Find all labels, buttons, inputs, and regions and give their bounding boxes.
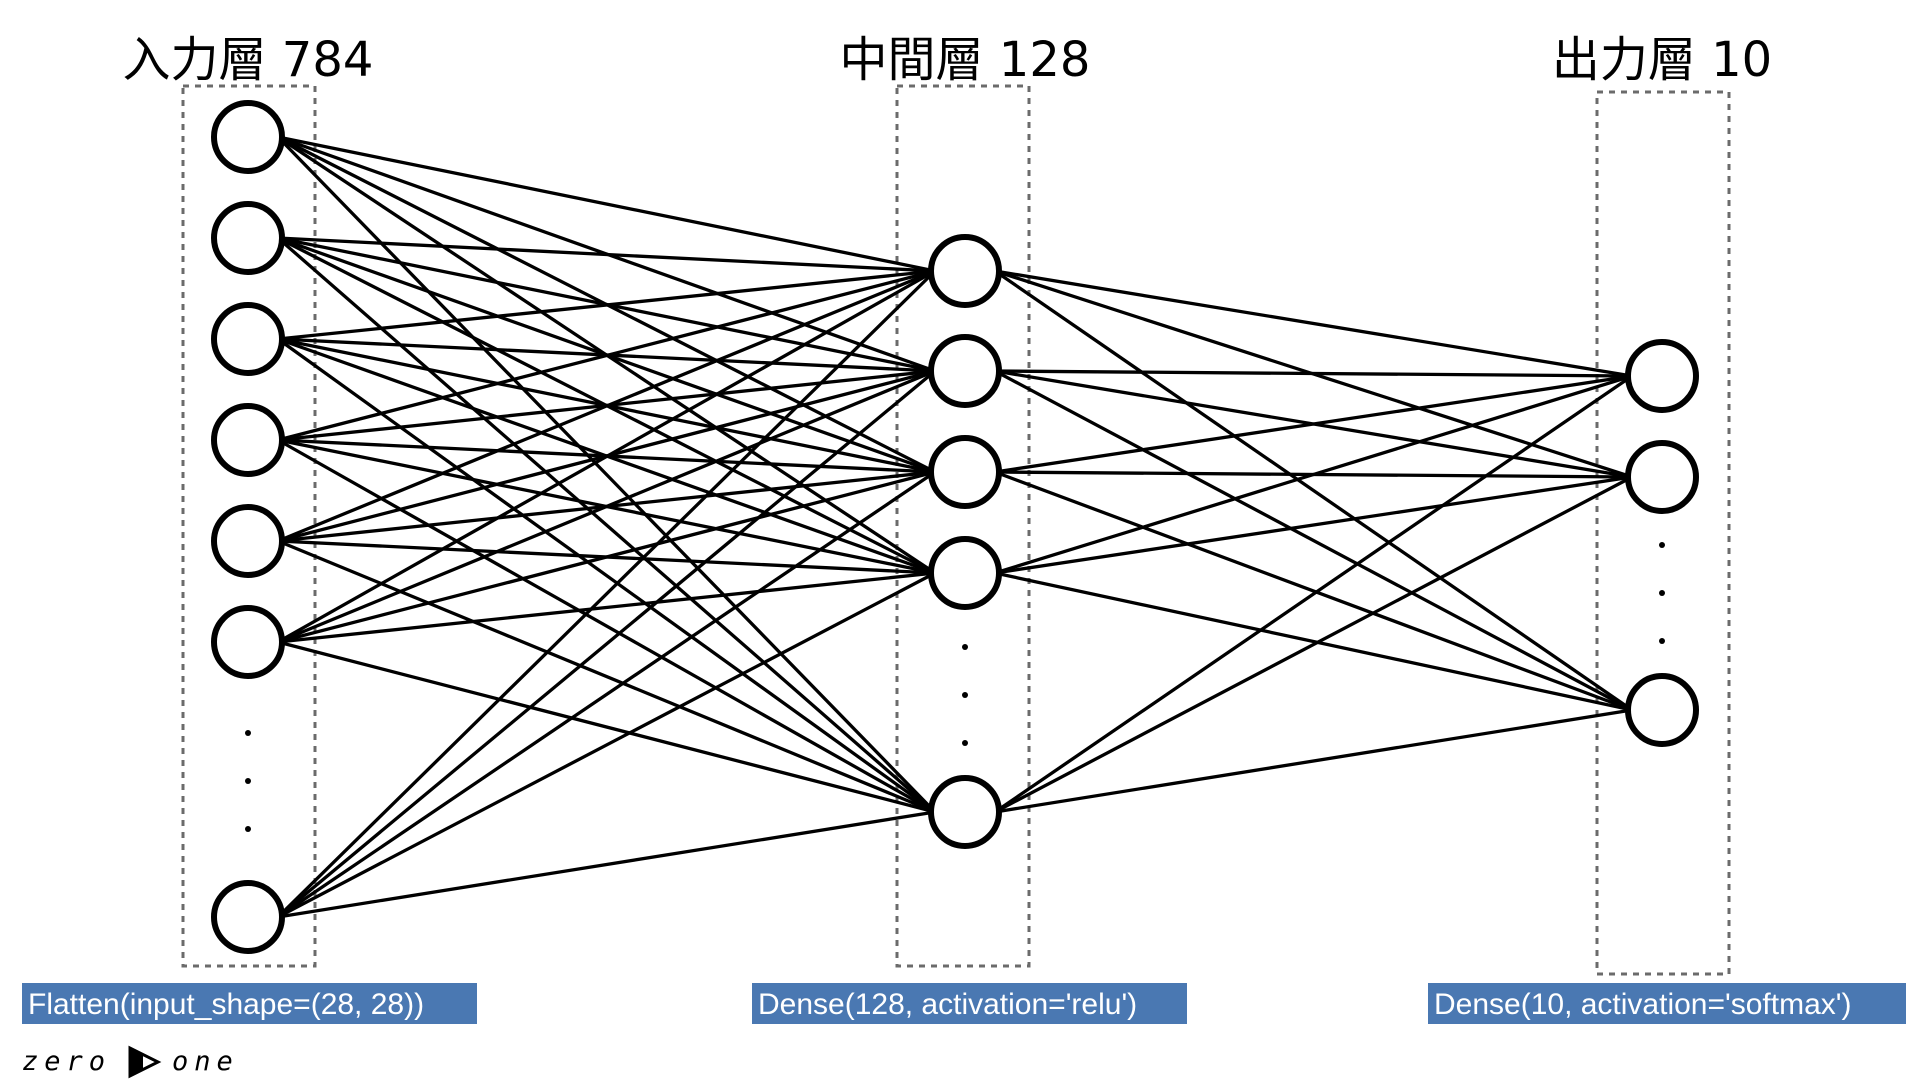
ellipsis-dot [962,692,968,698]
hidden-neuron [928,334,1002,408]
connection-edge [994,708,1633,814]
input-layer-code: Flatten(input_shape=(28, 28)) [28,988,424,1021]
connection-edge [994,475,1633,575]
logo-text-zero: zero [22,1046,111,1077]
input-neuron [211,201,285,275]
output-neuron [1625,440,1699,514]
connection-edge [277,269,936,543]
output-layer-ellipsis [1659,542,1665,644]
input-neuron [211,403,285,477]
hidden-neuron [928,536,1002,610]
connection-edge [276,135,937,814]
connection-edge [277,337,936,814]
play-triangle-icon-fill [130,1048,143,1076]
connection-edge [994,369,1633,712]
input-layer-box [181,84,317,968]
connection-edge [277,571,936,919]
connection-edge [276,269,937,919]
ellipsis-dot [245,778,251,784]
connection-edge [277,470,936,919]
output-neuron [1625,673,1699,747]
hidden-layer-code: Dense(128, activation='relu') [758,988,1137,1021]
output-layer-title: 出力層 10 [1552,32,1772,88]
logo-text-one: one [172,1046,239,1077]
input-layer-title: 入力層 784 [123,32,374,88]
input-neuron [211,100,285,174]
connection-edge [994,470,1633,712]
connection-edge [994,374,1633,575]
input-layer-ellipsis [245,730,251,832]
connection-edge [277,236,936,273]
connection-edge [994,269,1633,378]
connection-edge [277,369,936,644]
ellipsis-dot [1659,590,1665,596]
hidden-neuron [928,435,1002,509]
connection-edge [277,269,936,341]
connection-edge [276,369,937,919]
neurons [211,100,1699,954]
ellipsis-dot [962,740,968,746]
connection-edge [277,640,936,814]
ellipsis-dot [245,826,251,832]
output-layer-code-label: Dense(10, activation='softmax') [1428,983,1906,1024]
hidden-neuron [928,234,1002,308]
connection-edge [994,571,1633,712]
input-neuron [211,605,285,679]
connection-edge [277,135,936,273]
output-layer-code: Dense(10, activation='softmax') [1434,988,1851,1021]
code-label-background [1428,983,1906,1024]
connection-edge [276,236,937,814]
connections [276,135,1633,919]
zero-one-logo: zero one [22,1045,239,1079]
output-neuron [1625,339,1699,413]
code-label-background [22,983,477,1024]
ellipsis-dot [1659,542,1665,548]
ellipsis-dot [245,730,251,736]
input-neuron [211,880,285,954]
connection-edge [994,374,1633,814]
hidden-layer-code-label: Dense(128, activation='relu') [752,983,1187,1024]
connection-edge [277,269,936,442]
connection-edge [994,369,1633,378]
connection-edge [277,571,936,644]
connection-edge [277,269,936,644]
connection-edge [277,470,936,644]
connection-edge [994,374,1633,474]
hidden-layer-ellipsis [962,644,968,746]
ellipsis-dot [962,644,968,650]
ellipsis-dot [1659,638,1665,644]
connection-edge [994,269,1633,712]
connection-edge [277,539,936,814]
hidden-layer-title: 中間層 128 [840,32,1091,88]
connection-edge [277,438,936,814]
connection-edge [994,475,1633,814]
output-layer-box [1595,90,1731,976]
connection-edge [277,810,936,919]
hidden-layer-box [895,84,1031,968]
code-label-background [752,983,1187,1024]
input-layer-code-label: Flatten(input_shape=(28, 28)) [22,983,477,1024]
input-neuron [211,504,285,578]
hidden-neuron [928,775,1002,849]
input-neuron [211,302,285,376]
